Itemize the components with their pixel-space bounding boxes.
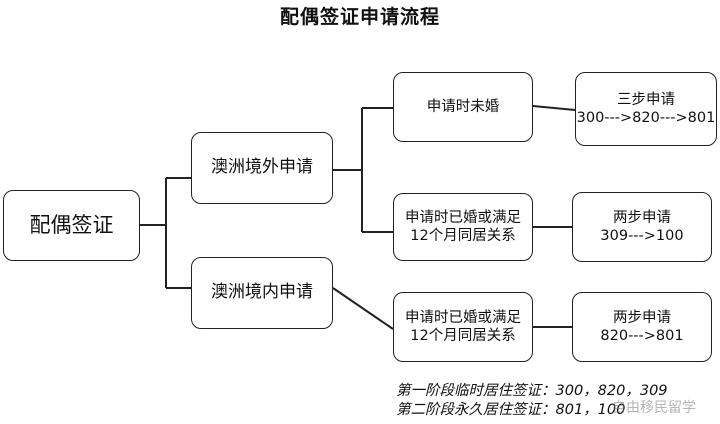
onshore-branch-label: 澳洲境内申请 [211,282,313,303]
onshore-branch-node: 澳洲境内申请 [191,257,333,329]
unmarried-condition-label: 申请时未婚 [426,98,500,115]
root-node-label: 配偶签证 [29,213,114,238]
connector-root-branches [140,177,191,289]
offshore-branch-node: 澳洲境外申请 [191,132,333,204]
connector-unmarried-threestep [532,105,576,111]
root-node: 配偶签证 [3,190,140,261]
stage2-note: 第二阶段永久居住签证：801，100 [396,402,626,418]
married-onshore-line1: 申请时已婚或满足 [405,309,521,326]
three-step-title: 三步申请 [617,91,675,108]
offshore-branch-label: 澳洲境外申请 [211,157,313,178]
married-onshore-line2: 12个月同居关系 [410,328,516,344]
two-step-offshore-path: 309--->100 [600,228,684,244]
watermark: 自由移民留学 [612,400,696,416]
three-step-outcome-node: 三步申请 300--->820--->801 [575,72,717,146]
unmarried-condition-node: 申请时未婚 [393,72,533,142]
two-step-onshore-path: 820--->801 [600,328,684,344]
connector-onshore-condition [332,287,394,330]
connector-offshore-conditions [333,107,393,233]
married-offshore-line1: 申请时已婚或满足 [405,209,521,226]
married-offshore-condition-node: 申请时已婚或满足 12个月同居关系 [393,193,533,261]
married-offshore-line2: 12个月同居关系 [410,228,516,244]
two-step-onshore-outcome-node: 两步申请 820--->801 [572,292,712,362]
two-step-offshore-outcome-node: 两步申请 309--->100 [572,192,712,262]
three-step-path: 300--->820--->801 [576,110,716,126]
two-step-onshore-title: 两步申请 [613,309,671,326]
diagram-title: 配偶签证申请流程 [279,6,440,28]
married-onshore-condition-node: 申请时已婚或满足 12个月同居关系 [393,292,533,362]
two-step-offshore-title: 两步申请 [613,209,671,226]
visa-stage-notes: 第一阶段临时居住签证：300，820，309 第二阶段永久居住签证：801，10… [396,382,718,420]
stage1-note: 第一阶段临时居住签证：300，820，309 [396,383,668,399]
